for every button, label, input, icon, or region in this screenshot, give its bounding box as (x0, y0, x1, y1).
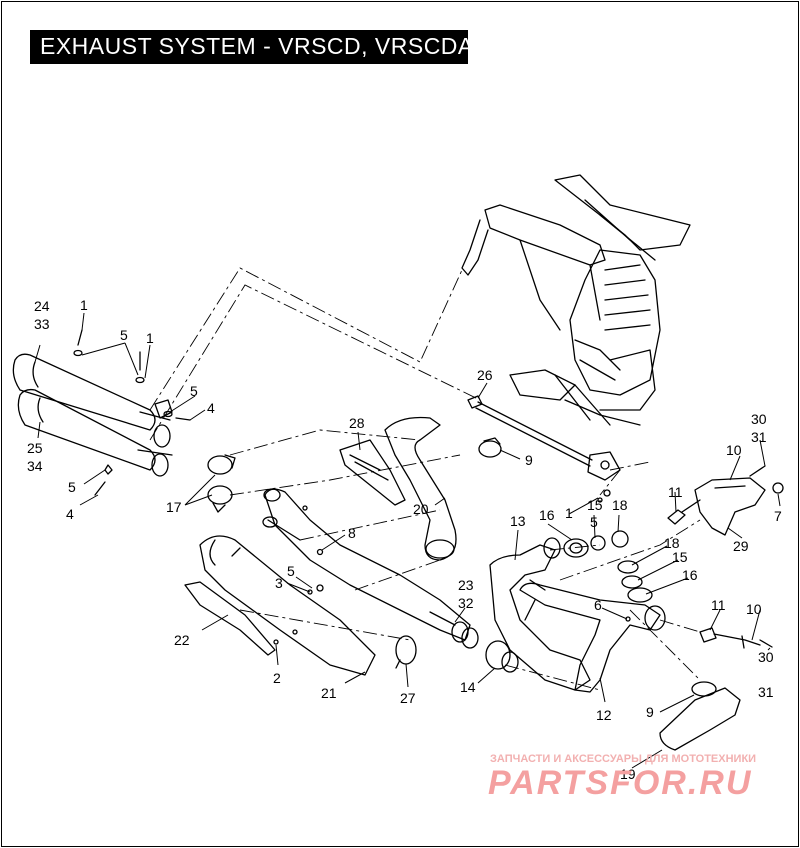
callout-28: 28 (349, 415, 365, 431)
callout-26: 26 (477, 367, 493, 383)
callout-25: 25 (27, 440, 43, 456)
callout-16: 16 (539, 507, 555, 523)
flange-14 (485, 640, 519, 673)
pipe-20 (384, 416, 457, 561)
callout-21: 21 (321, 685, 337, 701)
o2-sensor-lower (699, 627, 773, 649)
callout-8: 8 (348, 525, 356, 541)
page-title: EXHAUST SYSTEM - VRSCD, VRSCDA (40, 33, 474, 59)
callout-7: 7 (774, 508, 782, 524)
header-pipe-12 (519, 582, 666, 693)
callout-22: 22 (174, 632, 190, 648)
pipe-19 (659, 687, 741, 751)
callout-24: 24 (34, 298, 50, 314)
callout-5: 5 (190, 383, 198, 399)
callout-5: 5 (120, 327, 128, 343)
callout-30: 30 (758, 649, 774, 665)
flange-16-lower (627, 587, 653, 603)
callout-5: 5 (68, 479, 76, 495)
callout-11: 11 (711, 597, 726, 613)
o2-sensor-upper (667, 499, 701, 525)
callout-32: 32 (458, 595, 474, 611)
leader-lines (34, 312, 781, 769)
cover-29 (694, 477, 766, 536)
callout-5: 5 (590, 514, 598, 530)
frame-drawing (461, 174, 691, 426)
clamps-17 (207, 454, 236, 513)
gasket-15-upper (590, 535, 606, 551)
callout-23: 23 (458, 577, 474, 593)
callout-18: 18 (612, 497, 628, 513)
callout-labels: 24 33 1 5 1 5 4 25 34 5 4 17 28 20 26 9 … (27, 297, 782, 782)
callout-31: 31 (758, 684, 774, 700)
callout-6: 6 (594, 597, 602, 613)
mufflers (12, 329, 191, 496)
callout-9: 9 (646, 704, 654, 720)
callout-33: 33 (34, 316, 50, 332)
callout-4: 4 (207, 400, 215, 416)
assembly-lines (149, 267, 701, 691)
callout-27: 27 (400, 690, 416, 706)
callout-4: 4 (66, 506, 74, 522)
callout-17: 17 (166, 499, 182, 515)
callout-14: 14 (460, 679, 476, 695)
muffler-pipes-23 (262, 488, 479, 649)
callout-1: 1 (565, 505, 573, 521)
callout-5: 5 (287, 563, 295, 579)
watermark-subtitle: ЗАПЧАСТИ И АКСЕССУАРЫ ДЛЯ МОТОТЕХНИКИ (490, 753, 757, 765)
hardware-small (307, 489, 631, 622)
title-bar (30, 30, 468, 64)
callout-13: 13 (510, 513, 526, 529)
rod-26 (467, 395, 621, 481)
clamp-27 (395, 635, 417, 669)
gasket-18-lower (617, 560, 639, 574)
callout-18: 18 (664, 535, 680, 551)
flange-16-upper (563, 538, 589, 558)
gasket-18-upper (611, 530, 629, 548)
callout-11: 11 (668, 484, 683, 500)
callout-20: 20 (413, 501, 429, 517)
watermark-logo: PARTSFOR.RU (488, 764, 753, 802)
callout-29: 29 (733, 538, 749, 554)
gasket-15-lower (621, 575, 643, 589)
nut-7 (772, 482, 784, 494)
callout-31: 31 (751, 429, 767, 445)
heat-shields (184, 535, 376, 676)
callout-1: 1 (146, 330, 154, 346)
callout-10: 10 (746, 601, 762, 617)
callout-30: 30 (751, 411, 767, 427)
clamp-9-upper (478, 437, 502, 458)
callout-19: 19 (620, 766, 636, 782)
callout-15: 15 (672, 549, 688, 565)
callout-16: 16 (682, 567, 698, 583)
callout-12: 12 (596, 707, 612, 723)
clamp-9-lower (691, 681, 717, 697)
callout-15: 15 (587, 497, 603, 513)
callout-3: 3 (275, 575, 283, 591)
callout-10: 10 (726, 442, 742, 458)
callout-9: 9 (525, 452, 533, 468)
callout-2: 2 (273, 670, 281, 686)
lead-10-upper (749, 465, 766, 477)
callout-34: 34 (27, 458, 43, 474)
shield-28 (339, 439, 406, 506)
callout-1: 1 (80, 297, 88, 313)
